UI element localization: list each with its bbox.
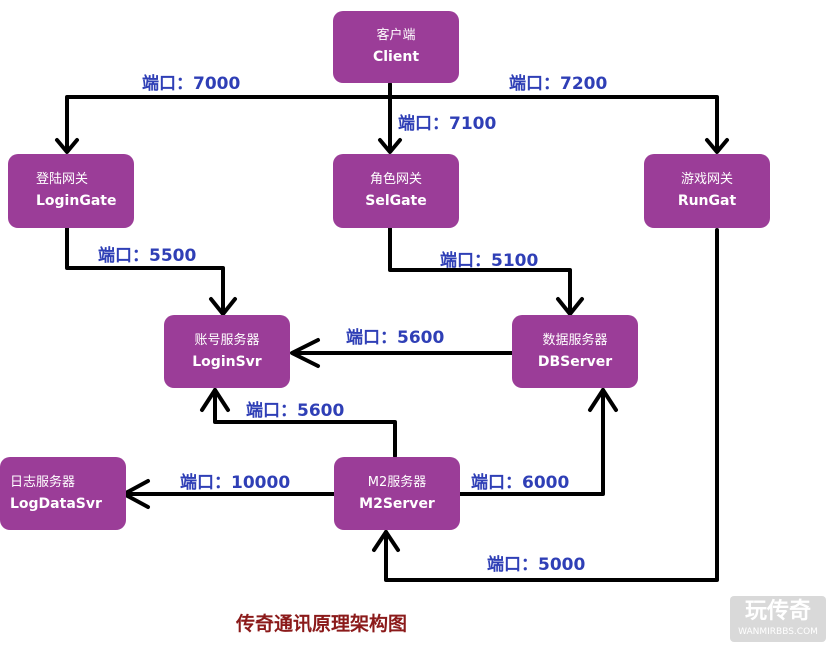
db-server-node-zh-label: 数据服务器 (542, 332, 608, 348)
arrowhead-dbserver-top (556, 297, 584, 316)
port-label-client-selgate: 端口：7100 (398, 114, 497, 134)
sel-gate-node-zh-label: 角色网关 (369, 172, 422, 187)
db-server-node-en-label: DBServer (537, 353, 613, 370)
login-svr-node-en-label: LoginSvr (192, 353, 262, 370)
login-gate-node: 登陆网关 LoginGate (8, 154, 134, 228)
port-label-rungate-m2: 端口：5000 (487, 555, 586, 575)
m2-server-node: M2服务器 M2Server (334, 457, 460, 530)
arrowhead-dbserver-bottom (588, 388, 618, 412)
connector-m2-loginsvr (213, 388, 397, 458)
login-svr-node: 账号服务器 LoginSvr (164, 315, 290, 388)
arrowhead-selgate (378, 138, 402, 154)
m2-server-node-en-label: M2Server (359, 495, 435, 512)
client-node: 客户端 Client (333, 11, 459, 83)
log-data-svr-node-en-label: LogDataSvr (10, 495, 102, 512)
client-node-en-label: Client (372, 49, 420, 65)
m2-server-node-zh-label: M2服务器 (367, 474, 427, 490)
arrowhead-rungate (705, 138, 729, 154)
connector-selgate-dbserver (388, 226, 572, 314)
sel-gate-node: 角色网关 SelGate (333, 154, 459, 228)
client-node-zh-label: 客户端 (376, 28, 416, 43)
sel-gate-node-en-label: SelGate (365, 193, 427, 209)
run-gate-node: 游戏网关 RunGat (644, 154, 770, 228)
arrowhead-loginsvr-bottom (200, 388, 230, 412)
watermark-logo: 玩传奇 WANMIRBBS.COM (730, 596, 826, 642)
port-label-m2-loginsvr: 端口：5600 (246, 401, 345, 421)
login-gate-node-zh-label: 登陆网关 (36, 172, 89, 187)
db-server-node: 数据服务器 DBServer (512, 315, 638, 388)
run-gate-node-zh-label: 游戏网关 (680, 172, 733, 187)
login-gate-node-en-label: LoginGate (36, 193, 117, 209)
log-data-svr-node: 日志服务器 LogDataSvr (0, 457, 126, 530)
connector-logingate-loginsvr (65, 226, 225, 314)
arrowhead-loginsvr-top (209, 297, 237, 316)
port-label-logingate-loginsvr: 端口：5500 (98, 246, 197, 266)
port-label-client-logingate: 端口：7000 (142, 74, 241, 94)
run-gate-node-en-label: RunGat (677, 193, 737, 209)
log-data-svr-node-zh-label: 日志服务器 (10, 474, 76, 490)
watermark-subtitle: WANMIRBBS.COM (738, 627, 818, 637)
diagram-caption: 传奇通讯原理架构图 (236, 613, 408, 635)
watermark-title: 玩传奇 (744, 599, 811, 624)
connector-m2-dbserver (458, 388, 605, 496)
port-label-selgate-dbserver: 端口：5100 (440, 251, 539, 271)
arrowhead-loginsvr-right (290, 338, 320, 368)
arrowhead-m2-bottom (372, 530, 400, 552)
port-label-m2-dbserver: 端口：6000 (471, 473, 570, 493)
port-label-client-rungate: 端口：7200 (509, 74, 608, 94)
port-label-m2-logdatasvr: 端口：10000 (180, 473, 291, 493)
arrowhead-logingate (55, 138, 79, 154)
login-svr-node-zh-label: 账号服务器 (194, 332, 260, 348)
port-label-dbserver-loginsvr: 端口：5600 (346, 328, 445, 348)
connector-rungate-m2 (384, 228, 719, 582)
